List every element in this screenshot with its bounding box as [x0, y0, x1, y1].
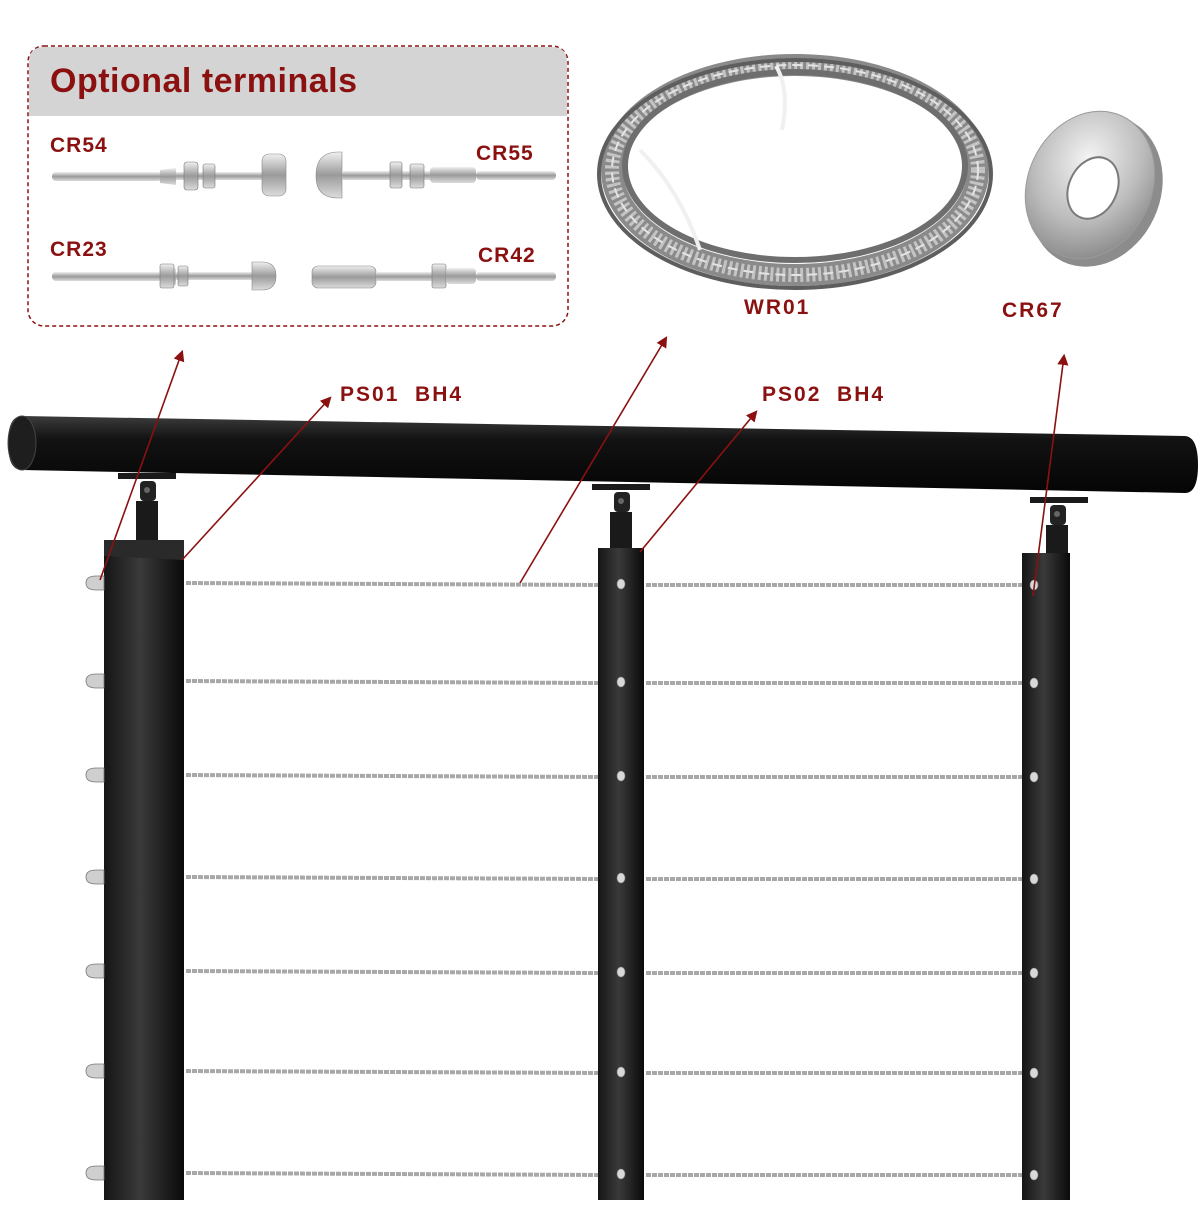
terminal-label-cr23: CR23	[50, 238, 108, 261]
end-post-code: PS01	[340, 383, 400, 406]
cable-6-segment-1	[185, 1069, 599, 1075]
end-post-right	[1022, 553, 1070, 1200]
wire-rope-label: WR01	[744, 296, 811, 319]
cable-2-segment-1	[185, 679, 599, 685]
wire-rope-coil-illustration	[597, 54, 993, 290]
terminal-label-cr42: CR42	[478, 244, 536, 267]
post-hole-6	[616, 1066, 626, 1078]
cable-runs	[185, 581, 1030, 1177]
mid-post-bracket-code: BH4	[837, 383, 886, 406]
end-terminal-left-6	[85, 1063, 105, 1079]
post-brackets	[118, 473, 1088, 555]
cable-3-segment-1	[185, 773, 599, 779]
arrow-to-ps02	[639, 410, 758, 553]
washer-label: CR67	[1002, 299, 1064, 322]
post-hole-1	[616, 578, 626, 590]
terminals-panel-title: Optional terminals	[50, 62, 358, 100]
end-terminal-left-2	[85, 673, 105, 689]
terminal-label-cr55: CR55	[476, 142, 534, 165]
end-post-label: PS01 BH4	[340, 383, 463, 407]
terminals-panel	[27, 45, 569, 327]
terminal-cr54-illustration	[52, 153, 287, 197]
mid-post-label: PS02 BH4	[762, 383, 885, 407]
terminal-cr42-illustration	[311, 263, 556, 289]
terminal-label-cr54: CR54	[50, 134, 108, 157]
cable-7-segment-1	[185, 1171, 599, 1177]
post-hole-3	[616, 770, 626, 782]
post-hole-2	[616, 676, 626, 688]
arrow-to-wr01	[519, 336, 668, 584]
end-post-bracket-code: BH4	[415, 383, 464, 406]
end-terminal-left-7	[85, 1165, 105, 1181]
end-terminal-left-5	[85, 963, 105, 979]
cable-1-segment-1	[185, 581, 599, 587]
top-handrail	[7, 415, 1198, 493]
mid-post-code: PS02	[762, 383, 822, 406]
end-terminal-left-4	[85, 869, 105, 885]
arrow-to-terminals	[99, 349, 185, 581]
washer-point-6	[1029, 1067, 1039, 1079]
washer-point-4	[1029, 873, 1039, 885]
terminals-panel-header	[29, 47, 567, 116]
terminal-cr23-illustration	[52, 261, 277, 291]
washer-illustration	[1024, 110, 1163, 267]
post-hole-5	[616, 966, 626, 978]
terminal-cr55-illustration	[315, 151, 556, 199]
cable-5-segment-1	[185, 969, 599, 975]
arrow-to-ps01	[181, 396, 332, 561]
posts	[104, 540, 1070, 1200]
callout-arrows	[99, 336, 1069, 597]
cable-fittings	[85, 575, 1039, 1181]
washer-point-5	[1029, 967, 1039, 979]
washer-point-3	[1029, 771, 1039, 783]
washer-point-2	[1029, 677, 1039, 689]
cable-4-segment-1	[185, 875, 599, 881]
washer-point-7	[1029, 1169, 1039, 1181]
post-hole-7	[616, 1168, 626, 1180]
end-terminal-left-3	[85, 767, 105, 783]
arrow-to-cr67	[1032, 353, 1069, 597]
post-hole-4	[616, 872, 626, 884]
end-post-left	[104, 540, 184, 1200]
